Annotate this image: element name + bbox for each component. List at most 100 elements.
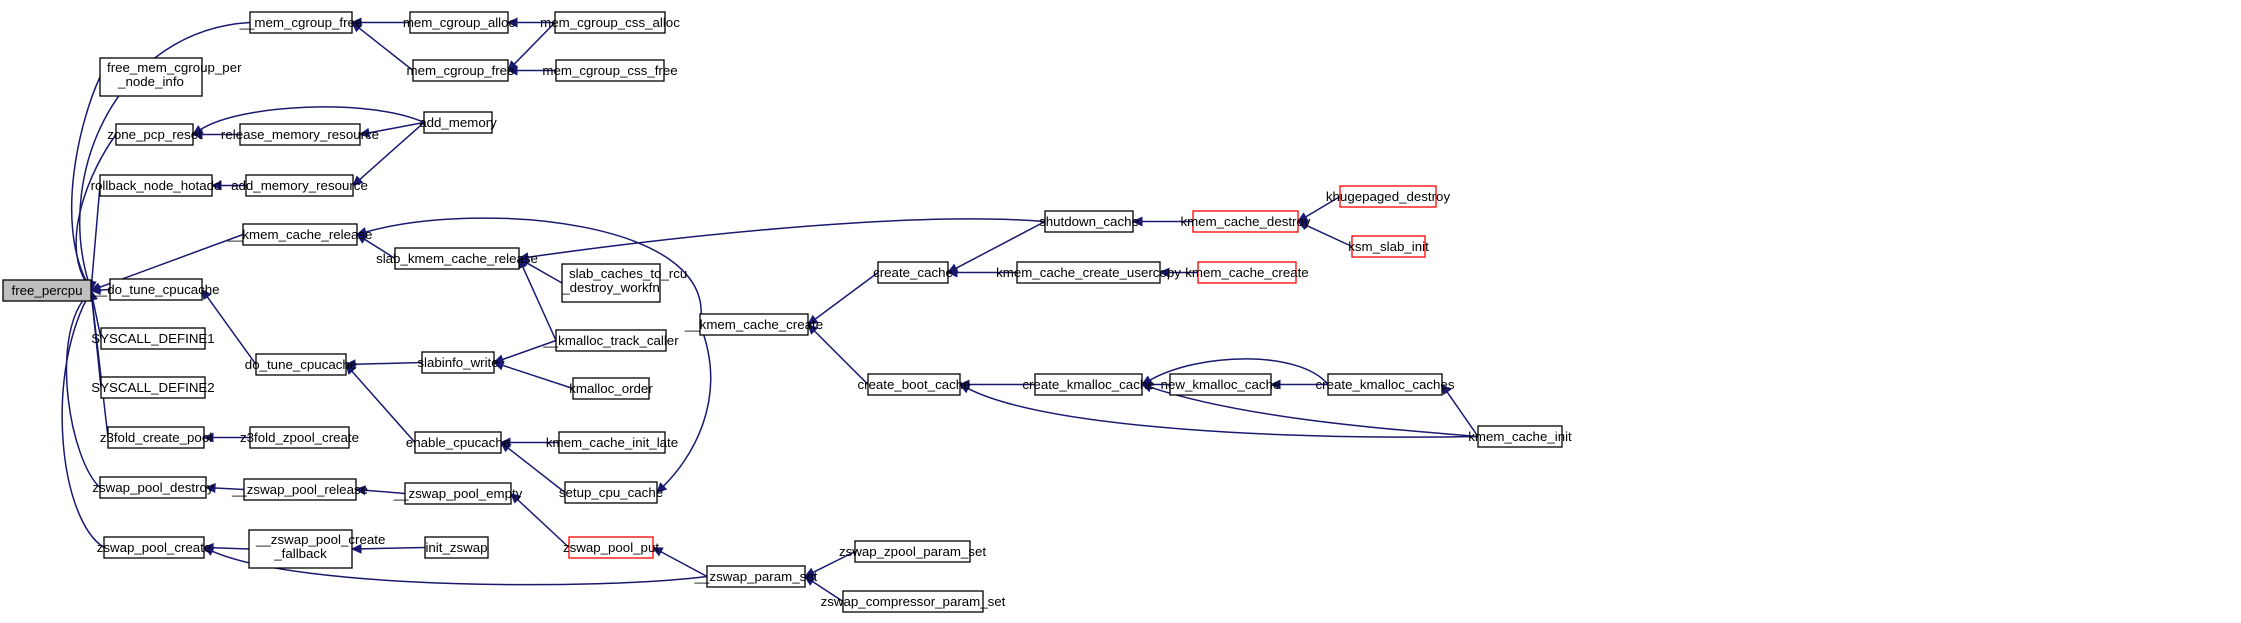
node-init_zswap[interactable]: init_zswap	[424, 536, 489, 559]
edge-kmem_cache_create_usercopy-to-create_cache	[946, 267, 1017, 278]
node-setup_cpu_cache[interactable]: setup_cpu_cache	[559, 481, 663, 504]
node-label: create_kmalloc_cache	[1022, 377, 1154, 392]
node-label: zswap_compressor_param_set	[821, 594, 1006, 609]
node-box	[1034, 373, 1143, 396]
node-kmem_cache_destroy[interactable]: kmem_cache_destroy	[1180, 210, 1311, 233]
edge-do_tune_cpucache_-to-free_percpu	[89, 285, 111, 295]
node-label: _fallback	[273, 546, 327, 561]
node-zswap_zpool_param_set[interactable]: zswap_zpool_param_set	[839, 540, 986, 563]
node-zswap_pool_release_[interactable]: __zswap_pool_release	[231, 478, 368, 501]
node-box	[1016, 261, 1161, 284]
node-mem_cgroup_free[interactable]: mem_cgroup_free	[407, 59, 515, 82]
node-kmalloc_track_caller_[interactable]: __kmalloc_track_caller	[542, 329, 679, 352]
node-zswap_pool_destroy[interactable]: zswap_pool_destroy	[92, 476, 214, 499]
node-add_memory_resource[interactable]: add_memory_resource	[231, 174, 368, 197]
node-do_tune_cpucache_[interactable]: __do_tune_cpucache	[91, 278, 220, 301]
node-box	[568, 536, 654, 559]
node-box	[423, 111, 493, 134]
node-box	[100, 376, 206, 399]
node-zswap_pool_put[interactable]: zswap_pool_put	[563, 536, 659, 559]
node-enable_cpucache[interactable]: enable_cpucache	[406, 431, 510, 454]
node-label: init_zswap	[425, 540, 487, 555]
edge-kmem_cache_create-to-kmem_cache_create_usercopy	[1158, 267, 1198, 278]
node-kmalloc_order[interactable]: kmalloc_order	[569, 377, 653, 400]
node-kmem_cache_release_[interactable]: __kmem_cache_release	[227, 223, 373, 246]
node-rollback_node_hotadd[interactable]: rollback_node_hotadd	[91, 174, 222, 197]
node-label: kmem_cache_create_usercopy	[996, 265, 1181, 280]
edge-kmalloc_order-to-slabinfo_write	[492, 360, 574, 390]
node-kmem_cache_create_usercopy[interactable]: kmem_cache_create_usercopy	[996, 261, 1181, 284]
edge-z3fold_zpool_create-to-z3fold_create_pool	[202, 432, 250, 443]
node-box	[239, 123, 361, 146]
edge-shutdown_cache-to-slab_kmem_cache_release	[517, 218, 1046, 263]
node-mem_cgroup_css_free[interactable]: mem_cgroup_css_free	[542, 59, 678, 82]
node-box	[877, 261, 949, 284]
node-release_memory_resource[interactable]: release_memory_resource	[221, 123, 379, 146]
node-kmem_cache_create_[interactable]: __kmem_cache_create	[684, 313, 823, 336]
node-label: __kmem_cache_release	[227, 227, 373, 242]
node-slab_kmem_cache_release[interactable]: slab_kmem_cache_release	[376, 247, 538, 270]
node-create_kmalloc_cache[interactable]: create_kmalloc_cache	[1022, 373, 1155, 396]
node-box	[842, 590, 984, 613]
node-free_mem_cgroup_per_node_info[interactable]: free_mem_cgroup_per_node_info	[99, 57, 242, 97]
node-kmem_cache_init_late[interactable]: kmem_cache_init_late	[546, 431, 678, 454]
node-create_cache[interactable]: create_cache	[873, 261, 953, 284]
node-shutdown_cache[interactable]: shutdown_cache	[1039, 210, 1139, 233]
node-slab_caches_to_rcu_destroy_workfn[interactable]: slab_caches_to_rcu_destroy_workfn	[561, 263, 687, 303]
node-SYSCALL_DEFINE1[interactable]: SYSCALL_DEFINE1	[91, 327, 215, 350]
edge-kmem_cache_destroy-to-shutdown_cache	[1131, 216, 1193, 227]
node-label: __zswap_param_set	[694, 569, 818, 584]
node-label: slabinfo_write	[417, 355, 498, 370]
node-new_kmalloc_cache[interactable]: new_kmalloc_cache	[1161, 373, 1281, 396]
edge-kmem_cache_init-to-create_kmalloc_caches	[1441, 383, 1479, 437]
node-box	[243, 478, 357, 501]
node-zswap_pool_create[interactable]: zswap_pool_create	[97, 536, 212, 559]
node-box	[1192, 210, 1299, 233]
node-free_percpu[interactable]: free_percpu	[2, 279, 92, 302]
node-label: __kmem_cache_create	[684, 317, 823, 332]
node-z3fold_create_pool[interactable]: z3fold_create_pool	[100, 426, 212, 449]
node-label: new_kmalloc_cache	[1161, 377, 1281, 392]
node-zswap_pool_empty_[interactable]: __zswap_pool_empty	[393, 482, 523, 505]
node-zswap_compressor_param_set[interactable]: zswap_compressor_param_set	[821, 590, 1006, 613]
node-label: shutdown_cache	[1039, 214, 1139, 229]
node-box	[99, 174, 213, 197]
node-label: free_percpu	[12, 283, 83, 298]
node-mem_cgroup_alloc[interactable]: mem_cgroup_alloc	[403, 11, 516, 34]
node-slabinfo_write[interactable]: slabinfo_write	[417, 351, 499, 374]
node-kmem_cache_init[interactable]: kmem_cache_init	[1468, 425, 1572, 448]
node-ksm_slab_init[interactable]: ksm_slab_init	[1348, 235, 1429, 258]
node-box	[1169, 373, 1272, 396]
node-box	[561, 263, 661, 303]
node-khugepaged_destroy[interactable]: khugepaged_destroy	[1326, 185, 1451, 208]
node-label: release_memory_resource	[221, 127, 379, 142]
node-label: __zswap_pool_release	[231, 482, 368, 497]
node-mem_cgroup_css_alloc[interactable]: mem_cgroup_css_alloc	[540, 11, 680, 34]
node-box	[394, 247, 520, 270]
node-label: mem_cgroup_alloc	[403, 15, 516, 30]
node-box	[564, 481, 658, 504]
node-label: kmalloc_order	[569, 381, 653, 396]
node-box	[1351, 235, 1426, 258]
edge-create_boot_cache-to-kmem_cache_create_	[807, 323, 869, 386]
node-zswap_param_set_[interactable]: __zswap_param_set	[694, 565, 818, 588]
node-label: kmem_cache_destroy	[1180, 214, 1310, 229]
node-create_boot_cache[interactable]: create_boot_cache	[857, 373, 971, 396]
node-z3fold_zpool_create[interactable]: z3fold_zpool_create	[240, 426, 359, 449]
node-do_tune_cpucache[interactable]: do_tune_cpucache	[245, 353, 357, 376]
node-box	[699, 313, 809, 336]
node-kmem_cache_create[interactable]: kmem_cache_create	[1185, 261, 1309, 284]
node-label: kmem_cache_create	[1185, 265, 1308, 280]
node-zswap_pool_create_fallback_[interactable]: __zswap_pool_create_fallback	[248, 529, 385, 569]
edge-zswap_pool_release_-to-zswap_pool_destroy	[204, 483, 245, 493]
node-add_memory[interactable]: add_memory	[419, 111, 497, 134]
node-SYSCALL_DEFINE2[interactable]: SYSCALL_DEFINE2	[91, 376, 215, 399]
node-label: enable_cpucache	[406, 435, 510, 450]
edge-mem_cgroup_free-to-mem_cgroup_free_	[351, 21, 414, 72]
node-label: zswap_pool_create	[97, 540, 212, 555]
node-mem_cgroup_free_[interactable]: __mem_cgroup_free	[239, 11, 363, 34]
edge-ksm_slab_init-to-kmem_cache_destroy	[1296, 220, 1353, 248]
node-zone_pcp_reset[interactable]: zone_pcp_reset	[107, 123, 202, 146]
node-label: zswap_pool_put	[563, 540, 659, 555]
node-create_kmalloc_caches[interactable]: create_kmalloc_caches	[1316, 373, 1455, 396]
